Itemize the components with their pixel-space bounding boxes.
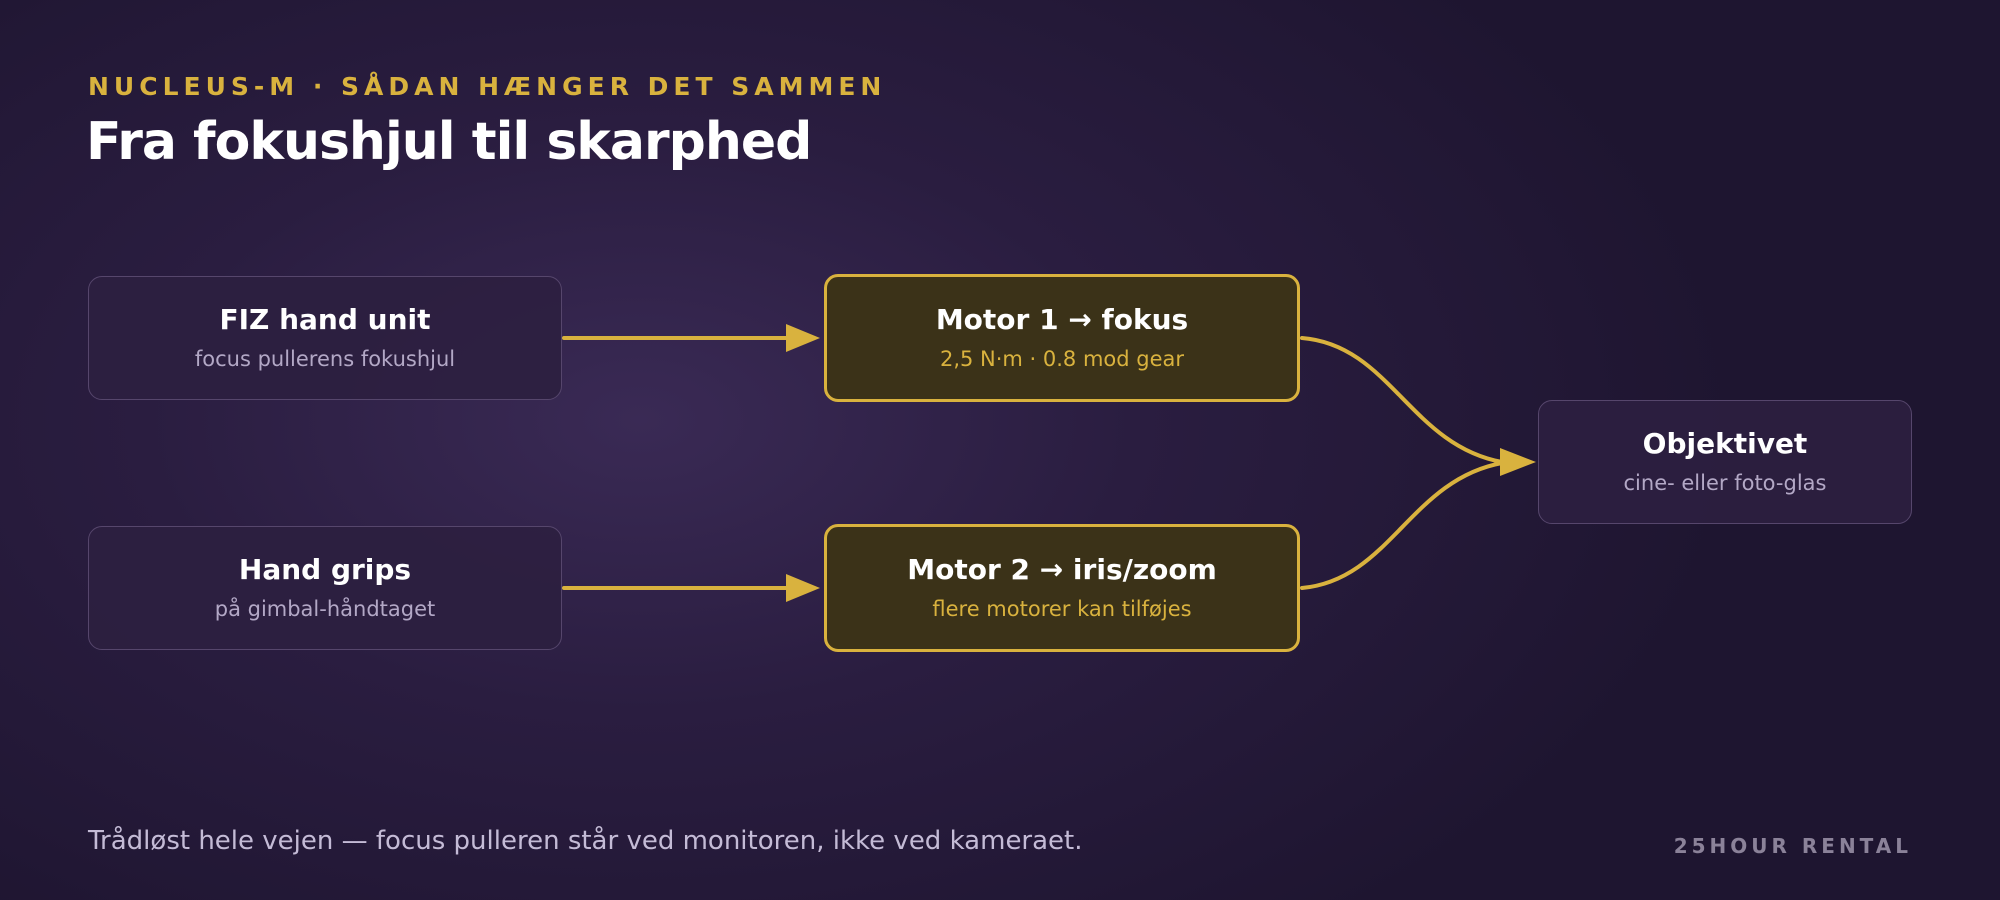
node-name: Hand grips	[238, 553, 412, 586]
arrowhead-lens-icon	[1500, 448, 1536, 476]
node-subtitle: 2,5 N·m · 0.8 mod gear	[939, 347, 1185, 371]
arrowhead-motor2-icon	[786, 574, 820, 602]
node-name: Motor 1 → fokus	[935, 303, 1189, 336]
node-name: Motor 2 → iris/zoom	[907, 553, 1217, 586]
node-motor-1: Motor 1 → fokus 2,5 N·m · 0.8 mod gear	[824, 274, 1300, 402]
edge-motor1-to-lens	[1300, 336, 1504, 464]
node-objektivet: Objektivet cine- eller foto-glas	[1538, 400, 1912, 524]
arrowhead-motor1-icon	[786, 324, 820, 352]
node-subtitle: focus pullerens fokushjul	[194, 347, 456, 371]
footer-note: Trådløst hele vejen — focus pulleren stå…	[88, 826, 1083, 856]
node-hand-grips: Hand grips på gimbal-håndtaget	[88, 526, 562, 650]
node-motor-2: Motor 2 → iris/zoom flere motorer kan ti…	[824, 524, 1300, 652]
node-name: FIZ hand unit	[219, 303, 431, 336]
node-fiz-hand-unit: FIZ hand unit focus pullerens fokushjul	[88, 276, 562, 400]
node-subtitle: på gimbal-håndtaget	[214, 597, 436, 621]
node-subtitle: cine- eller foto-glas	[1623, 471, 1827, 495]
node-name: Objektivet	[1642, 427, 1808, 460]
node-subtitle: flere motorer kan tilføjes	[932, 597, 1192, 621]
eyebrow-label: NUCLEUS-M · SÅDAN HÆNGER DET SAMMEN	[88, 72, 887, 101]
brand-label: 25HOUR RENTAL	[1673, 834, 1912, 858]
edge-motor2-to-lens	[1300, 461, 1504, 590]
page-title: Fra fokushjul til skarphed	[86, 112, 812, 172]
